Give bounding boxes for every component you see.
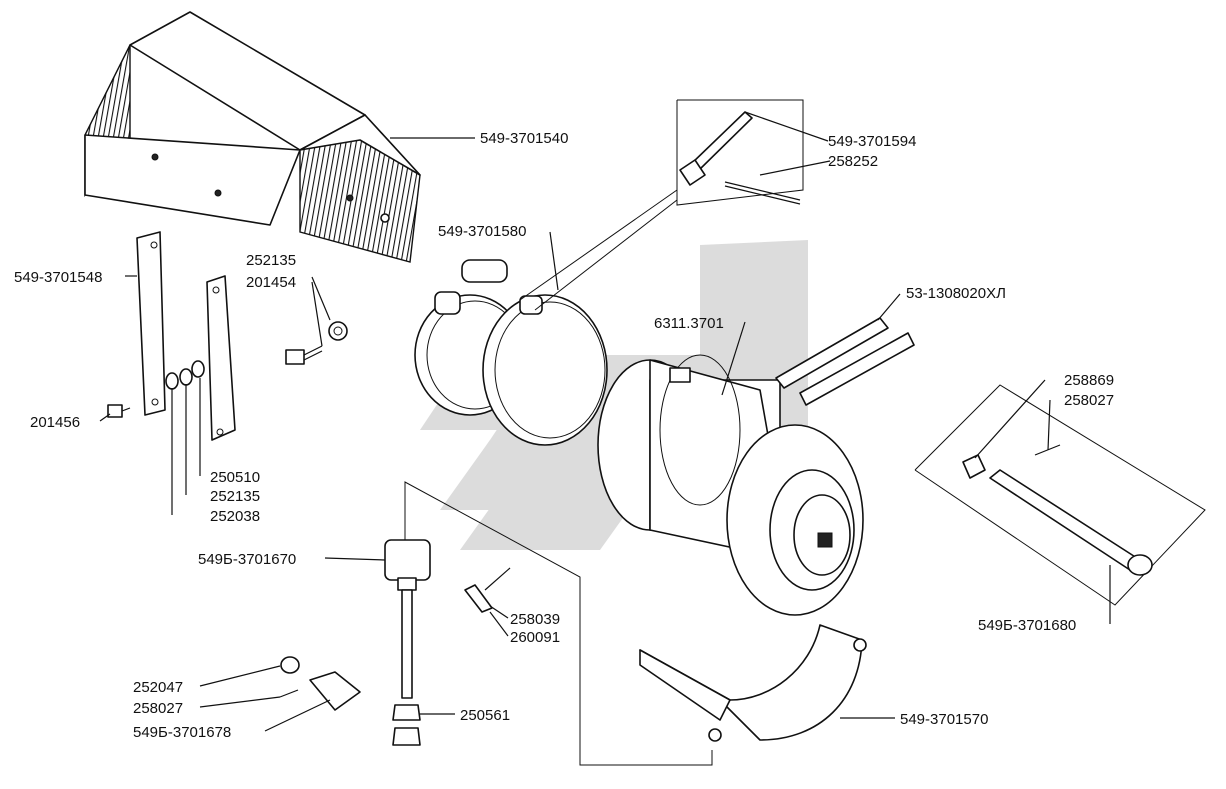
label-washer-252135-top: 252135 (246, 252, 296, 269)
label-shims: 53-1308020ХЛ (906, 285, 1006, 302)
label-washer-252047: 252047 (133, 679, 183, 696)
label-washer-201454: 201454 (246, 274, 296, 291)
label-bracket-570: 549-3701570 (900, 711, 988, 728)
rod-part (384, 539, 431, 746)
label-bolt-680: 549Б-3701680 (978, 617, 1076, 634)
part-labels: 549-3701540 549-3701594 258252 549-37015… (14, 130, 1114, 741)
label-alternator: 6311.3701 (654, 315, 724, 332)
label-washer-252135-bottom: 252135 (210, 488, 260, 505)
cover-part (84, 11, 421, 263)
label-cover: 549-3701540 (480, 130, 568, 147)
label-pin-260091: 260091 (510, 629, 560, 646)
label-rod-670: 549Б-3701670 (198, 551, 296, 568)
label-pin-258027-left: 258027 (133, 700, 183, 717)
label-washer-250510: 250510 (210, 469, 260, 486)
label-nut-258869: 258869 (1064, 372, 1114, 389)
shim-parts (775, 317, 915, 406)
label-nut-250561: 250561 (460, 707, 510, 724)
alternator-part (597, 354, 864, 616)
label-bolt-594: 549-3701594 (828, 133, 916, 150)
label-bar-548: 549-3701548 (14, 269, 102, 286)
label-pin-258027-right: 258027 (1064, 392, 1114, 409)
label-pin-258039: 258039 (510, 611, 560, 628)
small-fasteners (107, 321, 348, 418)
label-washer-252038: 252038 (210, 508, 260, 525)
label-screw-201456: 201456 (30, 414, 80, 431)
label-strap-580: 549-3701580 (438, 223, 526, 240)
clevis-pins (279, 567, 511, 711)
bolt-box (519, 99, 804, 311)
right-bolt-box (914, 384, 1206, 606)
bar-parts (136, 231, 236, 441)
label-pin-252: 258252 (828, 153, 878, 170)
bracket-part (639, 624, 867, 742)
label-fork-678: 549Б-3701678 (133, 724, 231, 741)
strap-parts (414, 259, 608, 446)
leader-lines (99, 111, 1111, 766)
